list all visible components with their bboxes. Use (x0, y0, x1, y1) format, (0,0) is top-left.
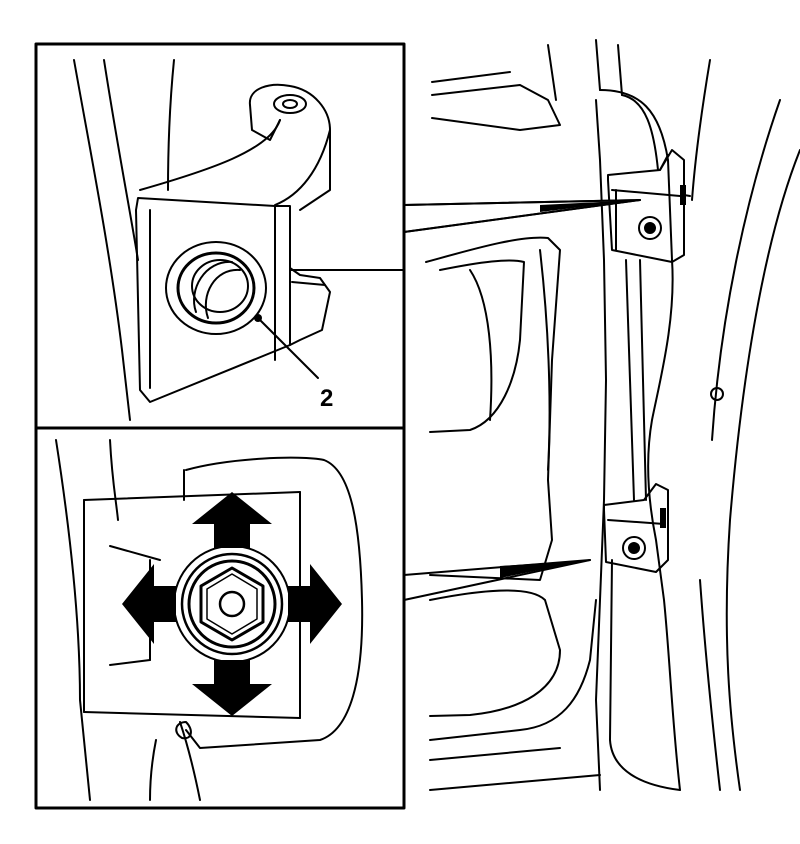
hinge-bushing (165, 241, 267, 335)
lower-hinge-mounted (603, 483, 669, 573)
inset-top-hinge-detail: 2 (34, 42, 406, 430)
arrow-down-icon (192, 660, 272, 716)
inset-bottom-adjustment-detail (34, 426, 406, 810)
upper-hinge-mounted (607, 149, 691, 263)
lower-hinge-bolt (622, 536, 646, 560)
arrow-right-icon (288, 564, 342, 644)
callout-label-2: 2 (320, 385, 333, 412)
upper-hinge-bolt (638, 216, 662, 240)
arrow-up-icon (192, 492, 272, 548)
vehicle-body-background (425, 39, 800, 791)
detail-leader-lines (403, 199, 641, 601)
arrow-left-icon (122, 564, 176, 644)
